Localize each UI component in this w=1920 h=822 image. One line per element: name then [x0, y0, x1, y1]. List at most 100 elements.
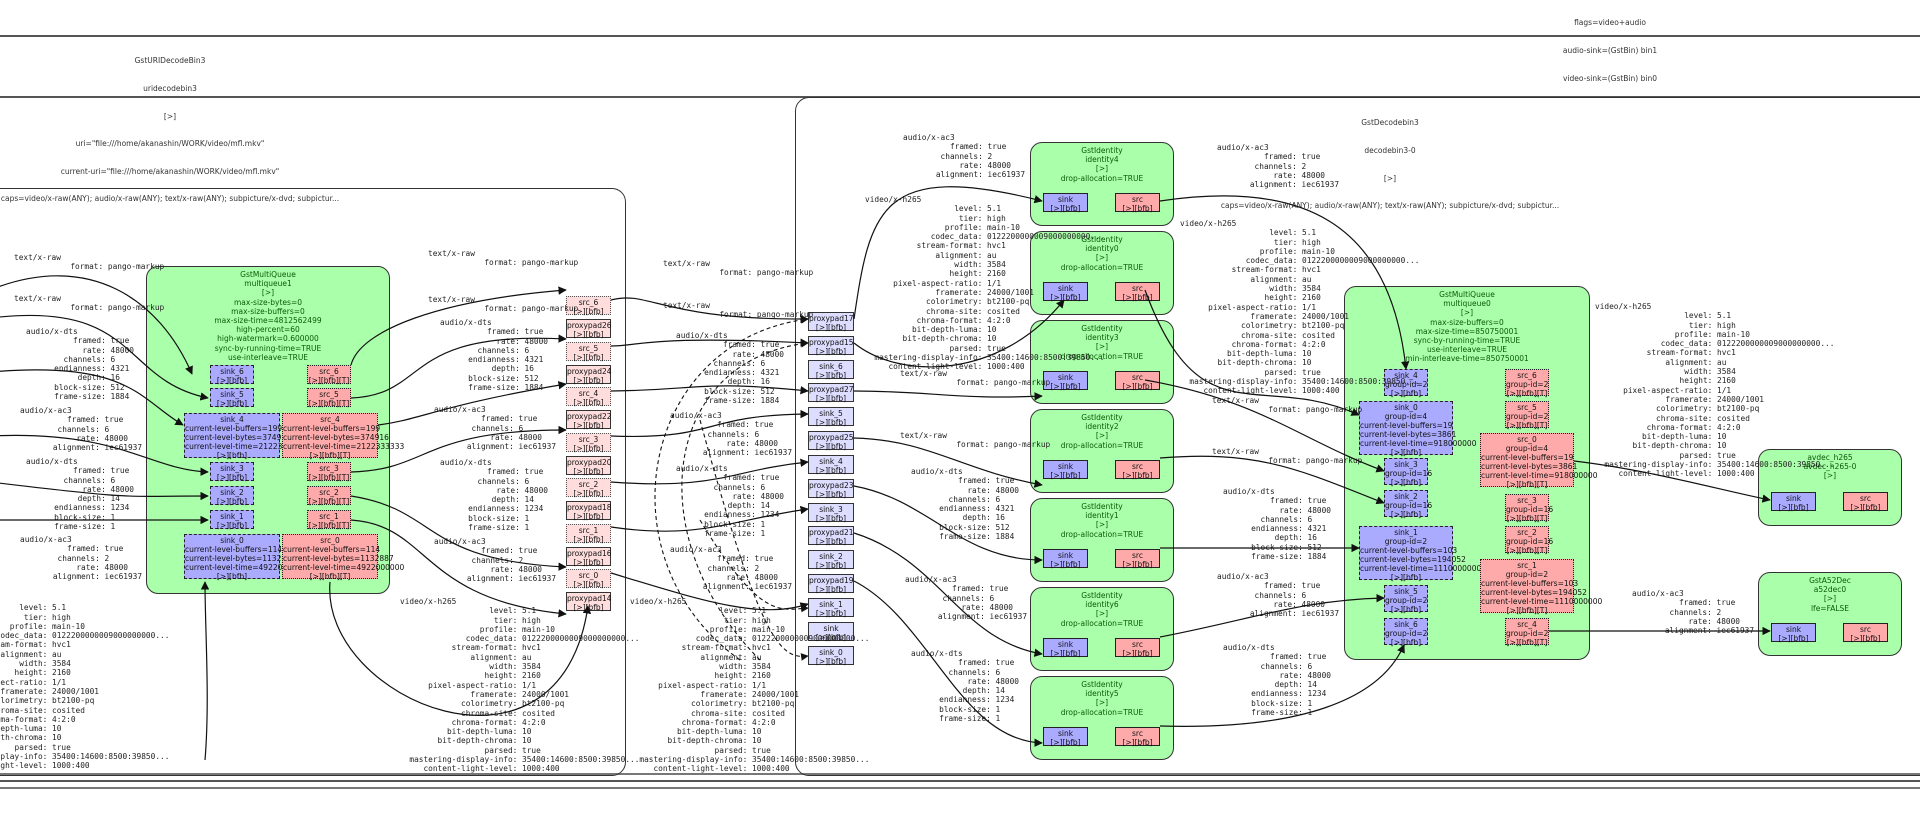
uridecodebin-ghost-src-pad[interactable]: src_1 [>][bfb]: [566, 523, 611, 544]
mq0-src_6-pad[interactable]: src_6 group-id=2 [>][bfb][T]: [1505, 369, 1549, 398]
mq1-src_5-pad[interactable]: src_5 [>][bfb][T]: [307, 388, 351, 408]
identity-src-pad[interactable]: src [>][bfb]: [1115, 638, 1160, 658]
mq1-sink_3-pad[interactable]: sink_3 [>][bfb]: [210, 462, 254, 482]
mq1-src_6-pad[interactable]: src_6 [>][bfb][T]: [307, 365, 351, 385]
avdec-h265-element[interactable]: avdec_h265 avdec_h265-0 [>] sink [>][bfb…: [1758, 449, 1902, 526]
uridecodebin-proxypad[interactable]: proxypad22 [>][bfb]: [566, 410, 612, 430]
identity-src-pad[interactable]: src [>][bfb]: [1115, 727, 1160, 747]
bin-name: decodebin3-0: [1364, 146, 1416, 156]
mq0-sink_4-pad[interactable]: sink_4 group-id=2 [>][bfb]: [1384, 369, 1428, 398]
mq0-sink_0-pad[interactable]: sink_0 group-id=4 current-level-buffers=…: [1359, 401, 1477, 457]
mq1-src_2-pad[interactable]: src_2 [>][bfb][T]: [307, 486, 351, 506]
decodebin-ghost-pad[interactable]: proxypad25 [>][bfb]: [808, 431, 854, 451]
top-bin-video-sink: video-sink=(GstBin) bin0: [1563, 73, 1657, 83]
mq1-sink_6-pad[interactable]: sink_6 [>][bfb]: [210, 365, 254, 385]
identity-sink-pad[interactable]: sink [>][bfb]: [1043, 193, 1088, 213]
mq1-sink_2-pad[interactable]: sink_2 [>][bfb]: [210, 486, 254, 506]
decodebin-ghost-pad[interactable]: sink_0 [>][bfb]: [808, 646, 854, 666]
mq0-sink_2-pad[interactable]: sink_2 group-id=16 [>][bfb]: [1384, 490, 1433, 519]
caps-label-h265: video/x-h265 level: 5.1 tier: high profi…: [865, 195, 1105, 372]
decodebin-ghost-pad[interactable]: sink_1 [>][bfb]: [808, 598, 854, 618]
identity-sink-pad[interactable]: sink [>][bfb]: [1043, 460, 1088, 480]
bin-type: GstDecodebin3: [1361, 118, 1419, 128]
identity-element-identity6[interactable]: GstIdentity identity6 [>] drop-allocatio…: [1030, 587, 1174, 671]
caps-label-text-raw: text/x-raw format: pango-markup: [1212, 396, 1363, 415]
mq1-sink_5-pad[interactable]: sink_5 [>][bfb]: [210, 388, 254, 408]
bin-name: uridecodebin3: [143, 84, 197, 94]
decodebin-ghost-pad[interactable]: sink_6 [>][bfb]: [808, 360, 854, 380]
decodebin-ghost-pad[interactable]: proxypad23 [>][bfb]: [808, 479, 854, 499]
uridecodebin-ghost-src-pad[interactable]: src_5 [>][bfb]: [566, 341, 611, 362]
top-bin-label: flags=video+audio audio-sink=(GstBin) bi…: [1480, 0, 1740, 92]
decodebin-ghost-pad[interactable]: proxypad15 [>][bfb]: [808, 336, 854, 356]
caps-label-dts-b: audio/x-dts framed: true channels: 6 rat…: [676, 464, 784, 539]
uridecodebin-ghost-src-pad[interactable]: src_0 [>][bfb]: [566, 569, 611, 589]
identity-element-identity4[interactable]: GstIdentity identity4 [>] drop-allocatio…: [1030, 142, 1174, 226]
caps-label-dts-b: audio/x-dts framed: true channels: 6 rat…: [440, 458, 548, 533]
mq0-src_5-pad[interactable]: src_5 group-id=2 [>][bfb][T]: [1505, 401, 1549, 430]
mq0-sink_3-pad[interactable]: sink_3 group-id=16 [>][bfb]: [1384, 458, 1433, 487]
identity-src-pad[interactable]: src [>][bfb]: [1115, 193, 1160, 213]
caps-label-dts-a: audio/x-dts framed: true rate: 48000 cha…: [440, 318, 548, 393]
identity-src-pad[interactable]: src [>][bfb]: [1115, 460, 1160, 480]
caps-label-ac3-2: audio/x-ac3 framed: true channels: 2 rat…: [670, 545, 793, 592]
mq0-src_2-pad[interactable]: src_2 group-id=16 [>][bfb][T]: [1505, 526, 1554, 555]
mq0-sink_6-pad[interactable]: sink_6 group-id=2 [>][bfb]: [1384, 618, 1428, 647]
caps-label-h265: video/x-h265 level: 5.1 tier: high profi…: [0, 603, 170, 771]
mq1-src_3-pad[interactable]: src_3 [>][bfb][T]: [307, 462, 351, 482]
identity-src-pad[interactable]: src [>][bfb]: [1115, 549, 1160, 569]
uridecodebin-proxypad[interactable]: proxypad18 [>][bfb]: [566, 501, 612, 521]
decodebin-ghost-pad[interactable]: sink_2 [>][bfb]: [808, 550, 854, 570]
caps-label-text-raw: text/x-raw format: pango-markup: [663, 259, 814, 278]
decodebin-ghost-pad[interactable]: sink_4 [>][bfb]: [808, 455, 854, 475]
mq1-sink_1-pad[interactable]: sink_1 [>][bfb]: [210, 510, 254, 530]
decodebin-ghost-pad[interactable]: proxypad19 [>][bfb]: [808, 574, 854, 594]
mq1-src_4-pad[interactable]: src_4 current-level-buffers=199 current-…: [282, 413, 405, 460]
mq0-src_3-pad[interactable]: src_3 group-id=16 [>][bfb][T]: [1505, 494, 1554, 523]
mq1-sink_0-pad[interactable]: sink_0 current-level-buffers=114 current…: [184, 534, 307, 581]
uridecodebin-ghost-src-pad[interactable]: src_2 [>][bfb]: [566, 478, 611, 498]
identity-sink-pad[interactable]: sink [>][bfb]: [1043, 371, 1088, 391]
decodebin-ghost-pad[interactable]: proxypad17 [>][bfb]: [808, 312, 854, 332]
bin-state: [>]: [163, 111, 177, 121]
identity-src-pad[interactable]: src [>][bfb]: [1115, 371, 1160, 391]
decodebin-ghost-pad[interactable]: proxypad21 [>][bfb]: [808, 526, 854, 546]
decodebin-ghost-pad[interactable]: sink [>][bfb]: [808, 622, 854, 642]
identity-element-identity2[interactable]: GstIdentity identity2 [>] drop-allocatio…: [1030, 409, 1174, 493]
avdec-src-pad[interactable]: src [>][bfb]: [1843, 492, 1888, 512]
mq1-src_1-pad[interactable]: src_1 [>][bfb][T]: [307, 510, 351, 530]
decodebin-ghost-pad[interactable]: sink_3 [>][bfb]: [808, 503, 854, 523]
mq0-src_0-pad[interactable]: src_0 group-id=4 current-level-buffers=1…: [1480, 433, 1598, 489]
identity-sink-pad[interactable]: sink [>][bfb]: [1043, 282, 1088, 302]
caps-label-text-raw: text/x-raw format: pango-markup: [900, 431, 1051, 450]
uridecodebin-proxypad[interactable]: proxypad16 [>][bfb]: [566, 546, 612, 567]
identity-sink-pad[interactable]: sink [>][bfb]: [1043, 549, 1088, 569]
identity-sink-pad[interactable]: sink [>][bfb]: [1043, 638, 1088, 658]
decodebin-ghost-pad[interactable]: proxypad27 [>][bfb]: [808, 383, 854, 403]
mq0-src_4-pad[interactable]: src_4 group-id=2 [>][bfb][T]: [1505, 618, 1549, 647]
mq1-src_0-pad[interactable]: src_0 current-level-buffers=114 current-…: [282, 534, 405, 581]
uridecodebin-ghost-src-pad[interactable]: src_4 [>][bfb]: [566, 387, 611, 407]
identity-title: GstIdentity identity3 [>] drop-allocatio…: [1060, 324, 1144, 361]
mq1-sink_4-pad[interactable]: sink_4 current-level-buffers=199 current…: [184, 413, 307, 460]
mq0-src_1-pad[interactable]: src_1 group-id=2 current-level-buffers=1…: [1480, 559, 1603, 615]
uridecodebin-proxypad[interactable]: proxypad20 [>][bfb]: [566, 455, 612, 476]
caps-label-ac3-6: audio/x-ac3 framed: true channels: 6 rat…: [20, 406, 143, 453]
uridecodebin-ghost-src-pad[interactable]: src_6 [>][bfb]: [566, 296, 611, 316]
a52dec-element[interactable]: GstA52Dec a52dec0 [>] lfe=FALSE sink [>]…: [1758, 572, 1902, 656]
avdec-sink-pad[interactable]: sink [>][bfb]: [1771, 492, 1816, 512]
identity-src-pad[interactable]: src [>][bfb]: [1115, 282, 1160, 302]
a52dec-src-pad[interactable]: src [>][bfb]: [1843, 623, 1888, 643]
identity-element-identity5[interactable]: GstIdentity identity5 [>] drop-allocatio…: [1030, 676, 1174, 760]
mq0-sink_5-pad[interactable]: sink_5 group-id=2 [>][bfb]: [1384, 585, 1428, 614]
caps-label-h265: video/x-h265 level: 5.1 tier: high profi…: [400, 597, 640, 774]
identity-sink-pad[interactable]: sink [>][bfb]: [1043, 727, 1088, 747]
mq0-sink_1-pad[interactable]: sink_1 group-id=2 current-level-buffers=…: [1359, 526, 1482, 582]
identity-element-identity1[interactable]: GstIdentity identity1 [>] drop-allocatio…: [1030, 498, 1174, 582]
a52dec-sink-pad[interactable]: sink [>][bfb]: [1771, 623, 1816, 643]
a52dec-title: GstA52Dec a52dec0 [>] lfe=FALSE: [1809, 576, 1851, 613]
uridecodebin-ghost-src-pad[interactable]: src_3 [>][bfb]: [566, 432, 611, 453]
uridecodebin-proxypad[interactable]: proxypad26 [>][bfb]: [566, 319, 612, 339]
uridecodebin-proxypad[interactable]: proxypad24 [>][bfb]: [566, 364, 612, 385]
decodebin-ghost-pad[interactable]: sink_5 [>][bfb]: [808, 407, 854, 427]
